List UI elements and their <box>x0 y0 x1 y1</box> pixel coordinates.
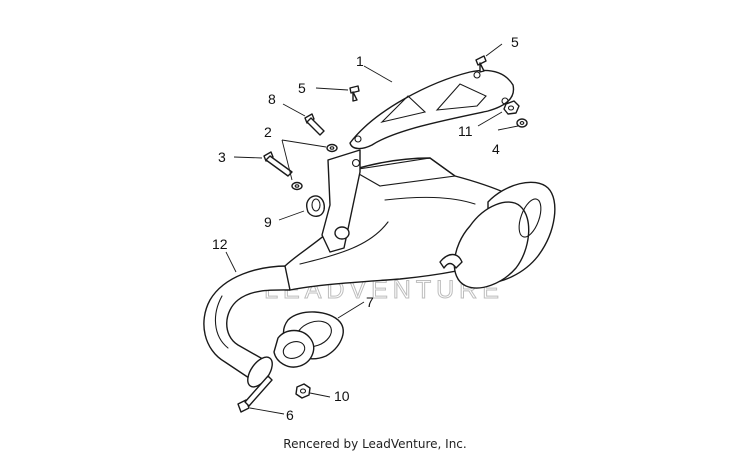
callout-4: 4 <box>492 141 500 157</box>
callout-8: 8 <box>268 91 276 107</box>
callout-labels: 1 2 3 4 5 5 6 7 8 9 10 11 12 <box>212 34 519 423</box>
grommet-9-lower <box>334 226 350 240</box>
nut-11 <box>503 100 520 115</box>
callout-7: 7 <box>366 294 374 310</box>
washer-2-upper <box>326 143 338 153</box>
screw-5-left <box>349 85 360 102</box>
rubber-mount-9 <box>305 195 325 217</box>
washer-4 <box>516 118 528 128</box>
callout-11: 11 <box>458 123 473 139</box>
washer-2-lower <box>291 181 303 191</box>
callout-10: 10 <box>334 388 350 404</box>
callout-5-left: 5 <box>298 80 306 96</box>
callout-2: 2 <box>264 124 272 140</box>
callout-1: 1 <box>356 53 364 69</box>
callout-12: 12 <box>212 236 228 252</box>
callout-6: 6 <box>286 407 294 423</box>
exhaust-flange <box>273 311 344 368</box>
rendered-by-credit: Rencered by LeadVenture, Inc. <box>283 437 467 451</box>
bolt-3 <box>263 151 293 177</box>
bolt-8 <box>304 113 325 136</box>
screw-5-top <box>475 55 487 73</box>
callout-9: 9 <box>264 214 272 230</box>
heat-shield <box>349 69 515 150</box>
leader-lines <box>225 43 519 415</box>
bolt-6 <box>237 375 273 413</box>
exhaust-assembly <box>203 149 556 388</box>
nut-10 <box>295 383 311 399</box>
callout-5-top: 5 <box>511 34 519 50</box>
callout-3: 3 <box>218 149 226 165</box>
